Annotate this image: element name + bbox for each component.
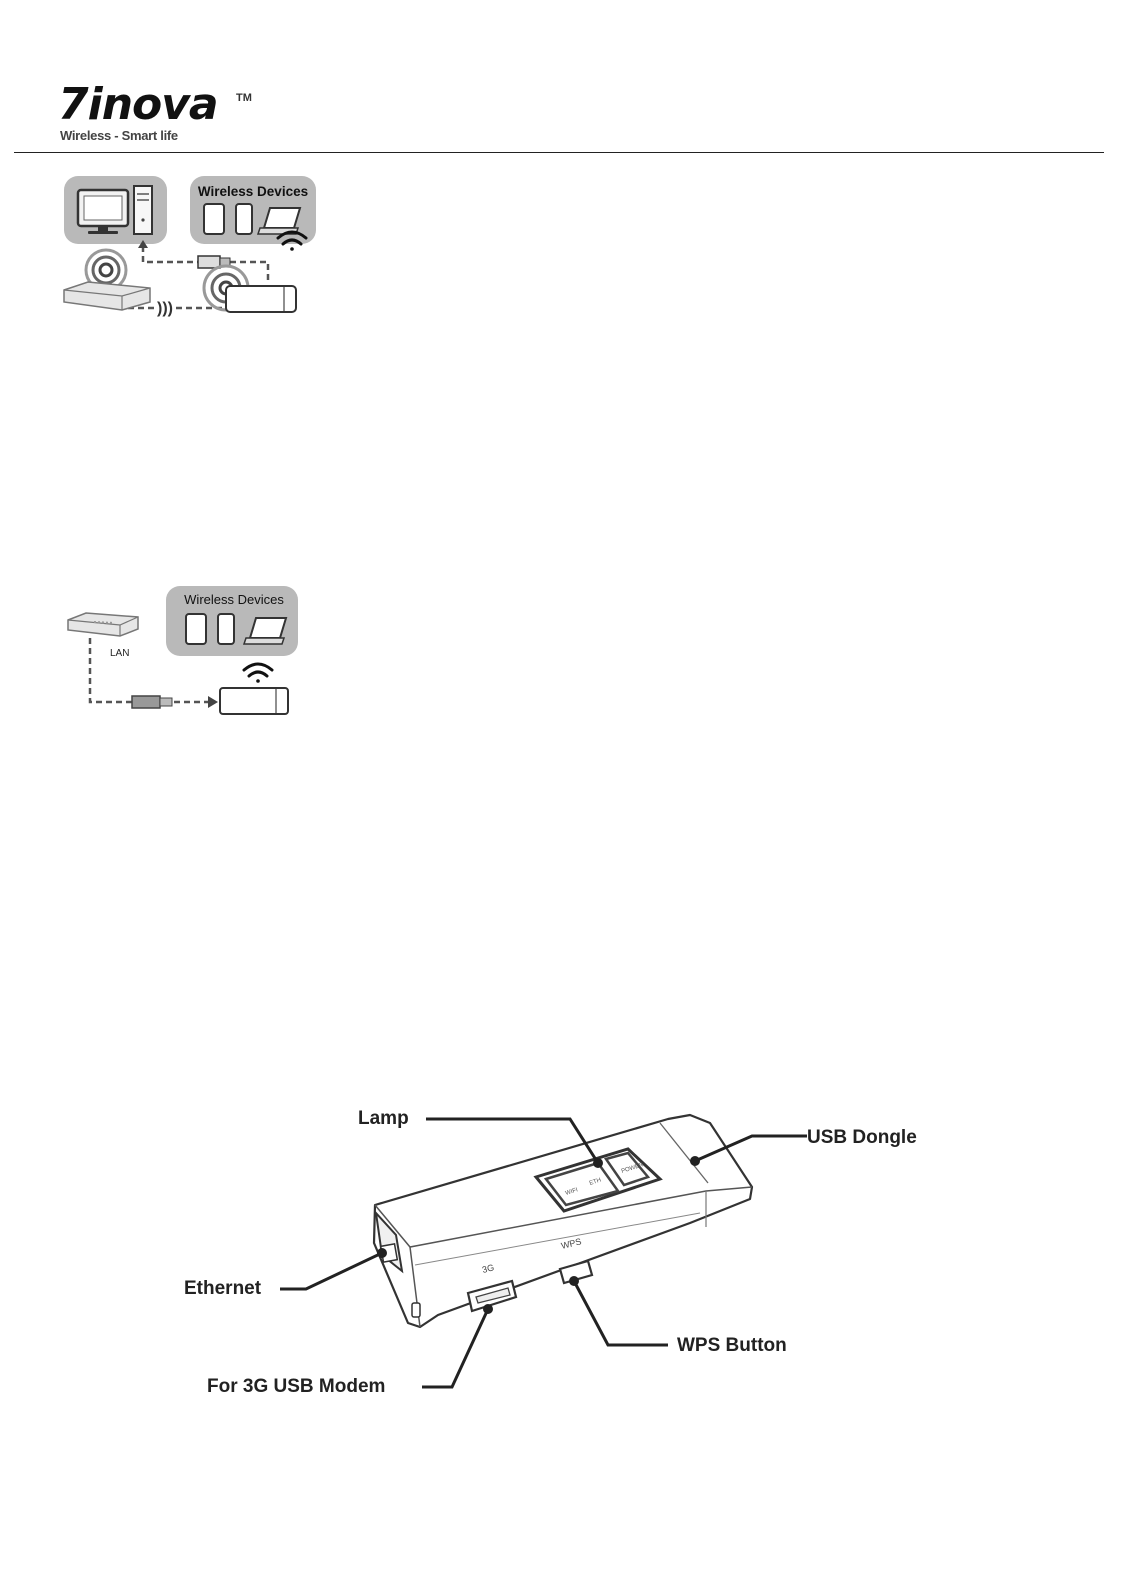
trademark-mark: TM	[236, 92, 252, 104]
header-divider	[14, 152, 1104, 153]
callout-ethernet: Ethernet	[184, 1278, 262, 1299]
callout-wps-button: WPS Button	[677, 1335, 787, 1356]
router-icon	[68, 613, 138, 636]
router-icon	[64, 282, 150, 310]
network-diagram-repeater: Wireless Devices )))	[58, 170, 323, 325]
brand-logo: 7inova TM Wireless - Smart life	[58, 80, 268, 150]
arrow-right-icon	[208, 696, 218, 708]
tablet-icon	[204, 204, 224, 234]
ethernet-plug-icon	[132, 696, 172, 708]
callout-usb-modem: For 3G USB Modem	[207, 1376, 385, 1397]
wifi-wave-icon: )))	[157, 300, 173, 317]
usb-dongle-icon	[220, 688, 288, 714]
wireless-devices-label: Wireless Devices	[198, 184, 308, 199]
callout-lamp: Lamp	[358, 1108, 409, 1129]
desktop-tower-icon	[134, 186, 152, 234]
device-body	[374, 1115, 752, 1327]
brand-name: 7inova	[58, 80, 218, 130]
lan-label: LAN	[110, 648, 129, 659]
wifi-icon	[244, 664, 272, 683]
phone-icon	[236, 204, 252, 234]
network-diagram-router: LAN Wireless Devices	[64, 580, 304, 720]
phone-icon	[218, 614, 234, 644]
usb-dongle-icon	[226, 286, 296, 312]
brand-tagline: Wireless - Smart life	[60, 128, 178, 143]
ethernet-link-line	[143, 246, 198, 262]
callout-usb-dongle: USB Dongle	[807, 1127, 917, 1148]
tablet-icon	[186, 614, 206, 644]
device-callout-illustration: WIFI ETH POWER 3G WPS Lamp USB Dongle Et…	[170, 1095, 940, 1405]
wireless-devices-label: Wireless Devices	[184, 592, 284, 607]
